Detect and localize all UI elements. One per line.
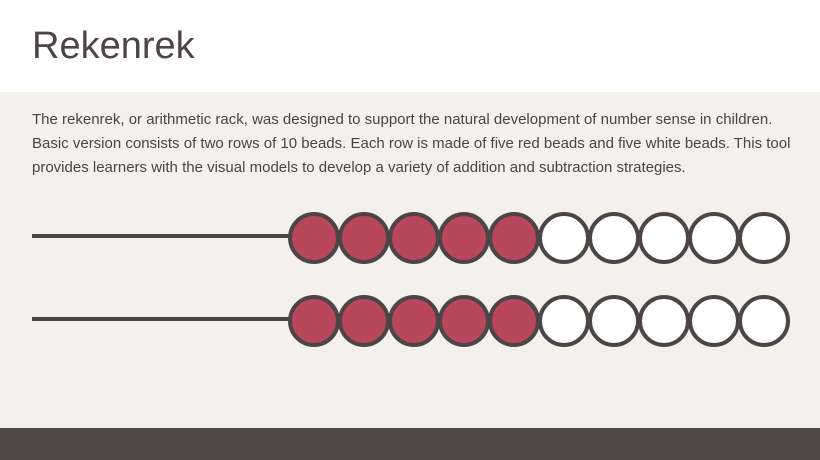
bead-white[interactable] xyxy=(638,295,690,347)
rod-row-2 xyxy=(32,317,292,321)
bead-white[interactable] xyxy=(538,295,590,347)
bead-red[interactable] xyxy=(338,295,390,347)
rekenrek-rack xyxy=(0,92,820,428)
bead-white[interactable] xyxy=(738,295,790,347)
bead-red[interactable] xyxy=(438,212,490,264)
bead-red[interactable] xyxy=(388,212,440,264)
bead-red[interactable] xyxy=(488,295,540,347)
rod-row-1 xyxy=(32,234,292,238)
bead-white[interactable] xyxy=(738,212,790,264)
description-text: The rekenrek, or arithmetic rack, was de… xyxy=(32,111,791,176)
bead-white[interactable] xyxy=(538,212,590,264)
bead-red[interactable] xyxy=(288,295,340,347)
bead-red[interactable] xyxy=(438,295,490,347)
bead-white[interactable] xyxy=(588,212,640,264)
bead-red[interactable] xyxy=(288,212,340,264)
bead-white[interactable] xyxy=(638,212,690,264)
page-title: Rekenrek xyxy=(32,25,195,67)
main-content: The rekenrek, or arithmetic rack, was de… xyxy=(0,92,820,428)
bead-red[interactable] xyxy=(338,212,390,264)
page-footer xyxy=(0,428,820,460)
bead-red[interactable] xyxy=(388,295,440,347)
bead-white[interactable] xyxy=(588,295,640,347)
bead-white[interactable] xyxy=(688,212,740,264)
bead-red[interactable] xyxy=(488,212,540,264)
page-header: Rekenrek xyxy=(0,0,820,92)
bead-white[interactable] xyxy=(688,295,740,347)
